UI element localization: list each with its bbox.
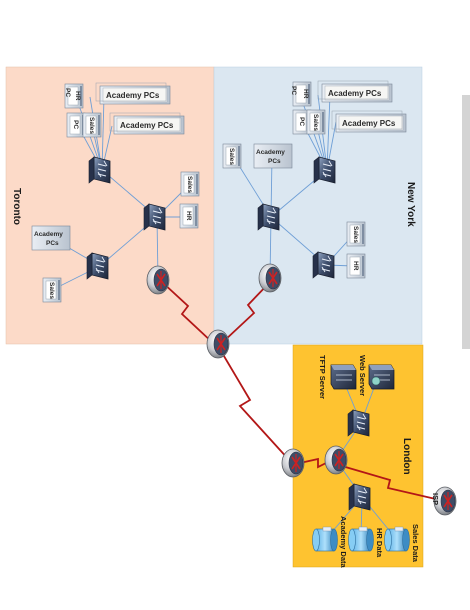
svg-text:Sales Data: Sales Data [411, 524, 420, 563]
newyork-switch-1[interactable] [313, 156, 336, 184]
svg-text:Academy PCs: Academy PCs [120, 121, 174, 130]
newyork-pc-mid-2[interactable]: Sales [306, 109, 326, 135]
newyork-pc-sales-left[interactable]: Sales [222, 143, 242, 169]
svg-text:Sales: Sales [186, 176, 193, 193]
svg-text:HR Data: HR Data [375, 528, 384, 558]
toronto-pc-mid-1[interactable]: PC [66, 112, 86, 138]
toronto-pc-top-1[interactable]: HR [64, 83, 84, 109]
toronto-label: Toronto [11, 188, 22, 225]
svg-text:HR: HR [302, 89, 309, 99]
london-label: London [401, 438, 412, 475]
svg-text:PC: PC [290, 86, 297, 95]
newyork-academy-pcs-1[interactable]: Academy PCs [317, 80, 393, 103]
central-wan-router[interactable] [206, 329, 230, 359]
newyork-pc-top-1[interactable]: HR [292, 81, 312, 107]
isp-router[interactable]: ISP [431, 486, 457, 516]
svg-text:HR: HR [185, 211, 192, 221]
svg-text:PCs: PCs [268, 158, 281, 165]
svg-text:Academy PCs: Academy PCs [342, 119, 396, 128]
svg-text:Sales: Sales [48, 282, 55, 299]
newyork-pc-sales-right[interactable]: Sales [346, 221, 366, 247]
toronto-academy-pcs-left[interactable]: Academy PCs [31, 225, 71, 251]
svg-text:HR: HR [74, 91, 81, 101]
new-york-region [213, 66, 423, 345]
newyork-academy-pcs-2[interactable]: Academy PCs [331, 110, 407, 133]
london-hr-data[interactable]: HR Data [348, 526, 385, 558]
toronto-academy-pcs-1[interactable]: Academy PCs [95, 82, 171, 105]
svg-text:Sales: Sales [228, 148, 235, 165]
newyork-router[interactable] [258, 263, 282, 293]
toronto-academy-pcs-2[interactable]: Academy PCs [109, 112, 185, 135]
svg-text:Sales: Sales [312, 114, 319, 131]
london-web-server[interactable]: Web Server [358, 355, 395, 396]
svg-text:PCs: PCs [46, 240, 59, 247]
toronto-pc-sales-right[interactable]: Sales [180, 171, 200, 197]
svg-text:ISP: ISP [431, 493, 440, 505]
svg-text:TFTP Server: TFTP Server [318, 355, 327, 399]
toronto-switch-3[interactable] [86, 252, 109, 280]
london-sales-data[interactable]: Sales Data [384, 524, 421, 563]
london-switch-bottom[interactable] [348, 483, 371, 511]
svg-text:HR: HR [352, 261, 359, 271]
toronto-switch-2[interactable] [143, 203, 166, 231]
toronto-pc-top-2[interactable]: PC [64, 88, 71, 97]
svg-text:Sales: Sales [88, 117, 95, 134]
toronto-pc-sales-left[interactable]: Sales [42, 277, 62, 303]
wan-links [161, 281, 441, 501]
svg-text:PC: PC [298, 117, 305, 126]
london-edge-router[interactable] [281, 448, 305, 478]
newyork-pc-mid-1[interactable]: PC [292, 109, 312, 135]
svg-text:Sales: Sales [352, 226, 359, 243]
newyork-switch-3[interactable] [312, 251, 335, 279]
london-switch-top[interactable] [347, 409, 370, 437]
vertical-scrollbar[interactable] [462, 95, 470, 349]
new-york-label: New York [405, 182, 416, 227]
svg-text:Web Server: Web Server [358, 355, 367, 396]
svg-text:Academy: Academy [34, 231, 63, 238]
newyork-pc-hr-right[interactable]: HR [346, 253, 366, 279]
toronto-pc-mid-2[interactable]: Sales [82, 112, 102, 138]
newyork-switch-2[interactable] [257, 203, 280, 231]
svg-text:Academy: Academy [256, 149, 285, 156]
newyork-pc-top-2[interactable]: PC [290, 86, 297, 95]
svg-text:Academy Data: Academy Data [339, 516, 348, 569]
london-tftp-server[interactable]: TFTP Server [318, 355, 357, 399]
toronto-router[interactable] [146, 265, 170, 295]
svg-text:PC: PC [64, 88, 71, 97]
toronto-pc-hr-right[interactable]: HR [179, 203, 199, 229]
london-academy-data[interactable]: Academy Data [312, 516, 349, 569]
svg-text:Academy PCs: Academy PCs [106, 91, 160, 100]
toronto-switch-1[interactable] [88, 156, 111, 184]
london-router[interactable] [324, 445, 348, 475]
svg-text:PC: PC [72, 120, 79, 129]
newyork-academy-pcs-mid[interactable]: Academy PCs [253, 143, 293, 169]
svg-text:Academy PCs: Academy PCs [328, 89, 382, 98]
